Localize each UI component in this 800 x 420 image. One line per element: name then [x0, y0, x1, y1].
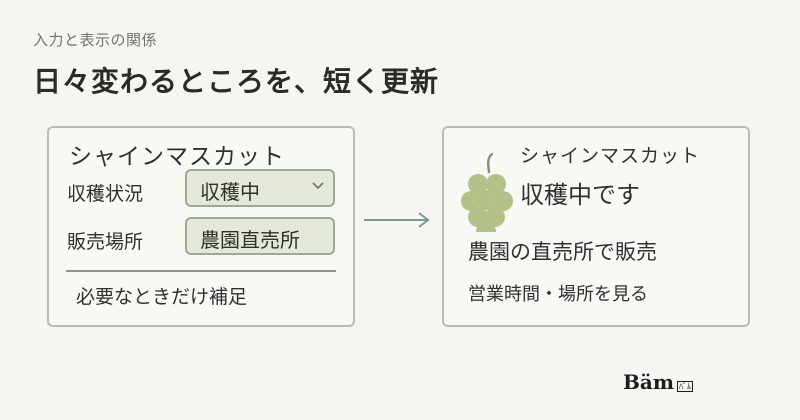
preview-place: 農園の直売所で販売 [468, 240, 657, 264]
place-label: 販売場所 [67, 231, 144, 253]
grape-icon [461, 152, 513, 232]
logo-wordmark: Bäm [623, 370, 675, 394]
status-select[interactable]: 収穫中 [185, 169, 335, 207]
arrow-right-icon [364, 212, 430, 228]
input-card: シャインマスカット 収穫状況 収穫中 販売場所 農園直売所 必要なときだけ補足 [47, 126, 355, 327]
place-input-value: 農園直売所 [200, 228, 300, 252]
logo-sub: ﾊﾞﾑ [677, 381, 694, 392]
status-select-value: 収穫中 [200, 180, 260, 204]
divider [66, 270, 336, 272]
page-title: 日々変わるところを、短く更新 [33, 65, 440, 98]
place-input[interactable]: 農園直売所 [185, 217, 335, 255]
preview-status: 収穫中です [520, 181, 640, 209]
status-label: 収穫状況 [67, 183, 144, 205]
brand-logo: Bäm ﾊﾞﾑ [623, 370, 694, 394]
preview-product-name: シャインマスカット [520, 145, 701, 167]
input-product-name: シャインマスカット [69, 144, 285, 170]
supplement-note: 必要なときだけ補足 [76, 286, 248, 308]
eyebrow: 入力と表示の関係 [33, 31, 158, 49]
chevron-down-icon [312, 182, 324, 190]
preview-card: シャインマスカット 収穫中です 農園の直売所で販売 営業時間・場所を見る [442, 126, 750, 327]
hours-location-link[interactable]: 営業時間・場所を見る [468, 284, 648, 305]
